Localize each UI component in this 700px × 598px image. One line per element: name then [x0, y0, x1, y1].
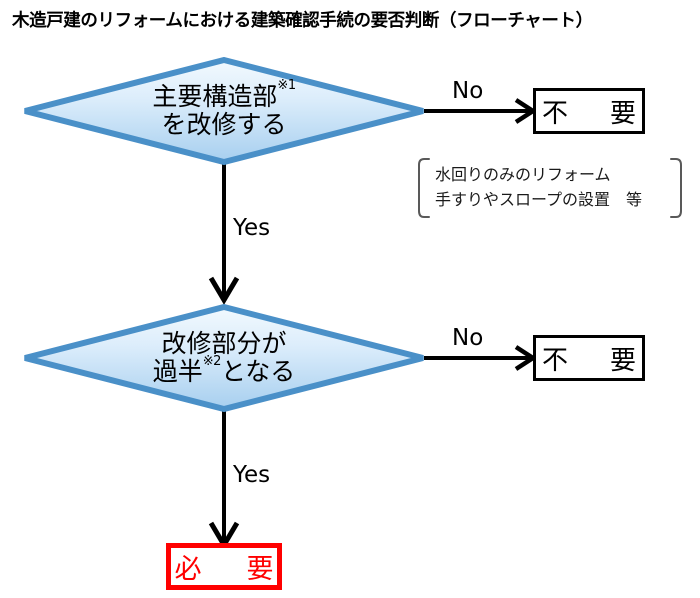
- decision-node-label: 主要構造部※1 を改修する: [22, 57, 426, 165]
- outcome-box-not-required-2[interactable]: 不 要: [533, 335, 645, 381]
- edge-label-yes-1: Yes: [233, 215, 271, 241]
- decision1-footnote-marker: ※1: [277, 78, 296, 94]
- page-title: 木造戸建のリフォームにおける建築確認手続の要否判断（フローチャート）: [12, 11, 593, 31]
- decision2-line2a: 過半: [152, 357, 203, 386]
- annotation-line-1: 水回りのみのリフォーム: [435, 165, 611, 184]
- annotation-text: 水回りのみのリフォーム 手すりやスロープの設置 等: [435, 163, 671, 213]
- decision2-footnote-marker: ※2: [202, 353, 222, 369]
- decision2-line2b: となる: [220, 357, 296, 386]
- decision-node-major-structure[interactable]: 主要構造部※1 を改修する: [22, 57, 426, 165]
- edge-label-no-1: No: [452, 78, 484, 104]
- edge-yes-1-arrow: [208, 163, 240, 305]
- annotation-line-2: 手すりやスロープの設置 等: [435, 189, 643, 209]
- edge-label-yes-2: Yes: [233, 462, 271, 488]
- decision2-line1: 改修部分が: [161, 328, 287, 358]
- edge-label-no-2: No: [452, 325, 484, 351]
- decision-node-label: 改修部分が 過半※2となる: [22, 304, 426, 412]
- decision1-line1: 主要構造部: [152, 81, 278, 111]
- decision1-line2: を改修する: [161, 110, 287, 139]
- outcome-box-required[interactable]: 必 要: [166, 543, 282, 590]
- diamond-shape: [24, 57, 424, 165]
- annotation-examples: 水回りのみのリフォーム 手すりやスロープの設置 等: [417, 157, 683, 219]
- decision-node-majority-portion[interactable]: 改修部分が 過半※2となる: [22, 304, 426, 412]
- diamond-shape: [24, 304, 424, 412]
- outcome-box-not-required-1[interactable]: 不 要: [533, 88, 645, 134]
- bracket-frame: [418, 158, 682, 218]
